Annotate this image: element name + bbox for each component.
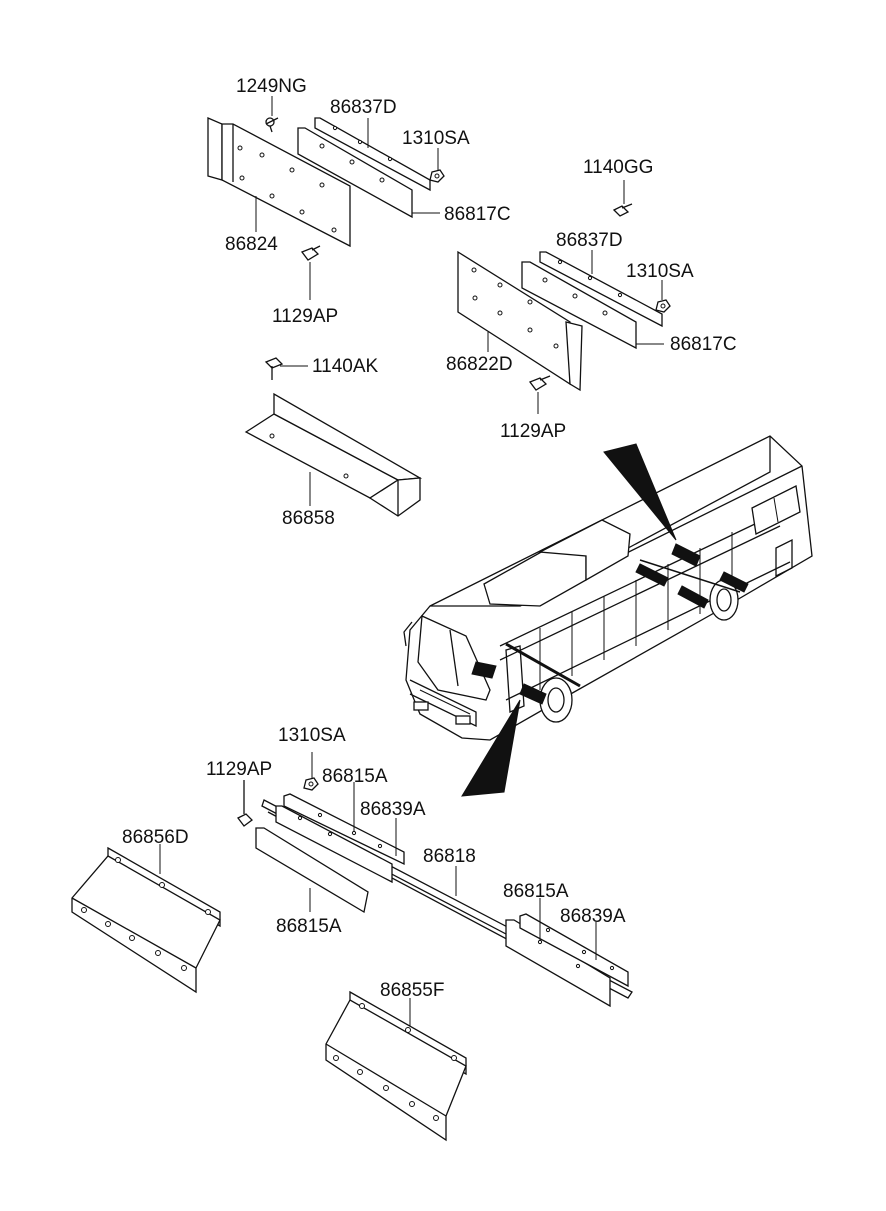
label-1129AP-lower: 1129AP [206,759,272,780]
label-86856D: 86856D [122,827,189,848]
bolt-1140GG-icon [612,203,633,217]
part-86817C-strip-upper [297,127,413,219]
bolt-1249NG-icon [265,117,279,133]
label-86837D-upper: 86837D [330,97,397,118]
label-86817C-right: 86817C [670,334,737,355]
bus-illustration [403,435,813,797]
label-86824: 86824 [225,234,278,255]
part-86817C-strip-lower [521,261,637,350]
label-86822D: 86822D [446,354,513,375]
label-86839A-right: 86839A [560,906,626,927]
label-86815A-right: 86815A [503,881,569,902]
bolt-1140AK-icon [264,357,284,380]
bolt-1129AP-right-icon [528,375,551,391]
part-86822D-panel [457,250,583,392]
part-86856D-bracket [71,846,221,994]
part-86839A-strip-right [519,913,629,988]
part-86815A-strip-upper [275,805,393,884]
part-86858-bracket [244,392,423,517]
bolt-1129AP-lower-icon [237,780,253,827]
nut-1310SA-upper-icon [429,169,445,183]
bolt-1129AP-upper-icon [300,245,321,261]
nut-1310SA-lower-icon [303,777,319,791]
label-86839A-upper: 86839A [360,799,426,820]
label-1129AP-upper: 1129AP [272,306,338,327]
label-1249NG: 1249NG [236,76,307,97]
part-86837D-strip-upper [314,117,431,192]
label-86858: 86858 [282,508,335,529]
label-86815A-left: 86815A [276,916,342,937]
part-86837D-strip-lower [539,251,663,328]
label-1310SA-upper: 1310SA [402,128,470,149]
label-86818: 86818 [423,846,476,867]
part-86824-panel [207,117,351,248]
label-86817C-upper: 86817C [444,204,511,225]
label-1140AK: 1140AK [312,356,379,377]
part-86839A-strip-upper [283,793,405,866]
label-1310SA-right: 1310SA [626,261,694,282]
part-86855F-bracket [325,990,467,1142]
label-86815A-upper: 86815A [322,766,388,787]
nut-1310SA-right-icon [655,299,671,313]
label-1140GG: 1140GG [583,157,653,178]
label-86855F: 86855F [380,980,444,1001]
label-86837D-right: 86837D [556,230,623,251]
label-1129AP-right: 1129AP [500,421,566,442]
label-1310SA-lower: 1310SA [278,725,346,746]
part-86815A-strip-left [255,827,369,914]
part-86815A-strip-right [505,919,611,1008]
